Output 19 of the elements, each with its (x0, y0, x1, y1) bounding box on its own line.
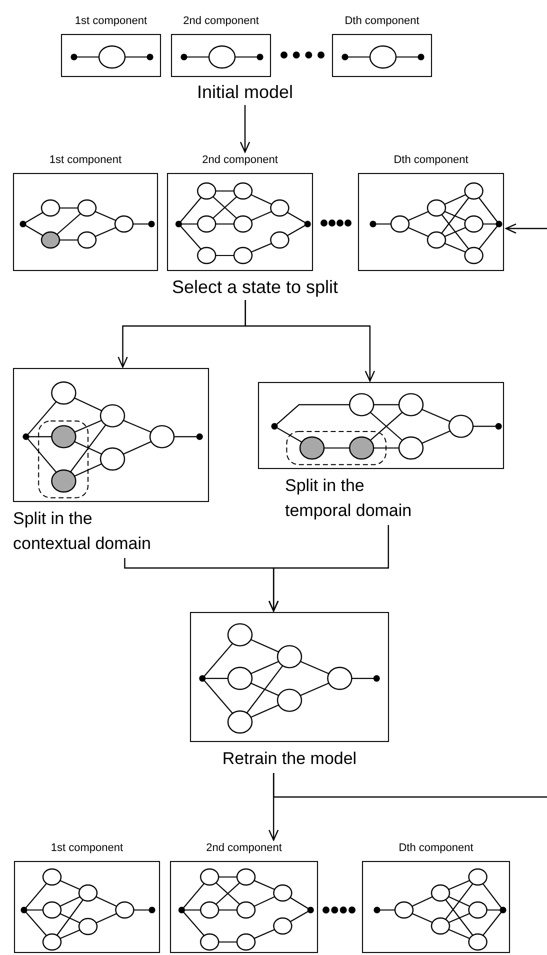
step-label: Select a state to split (172, 276, 338, 298)
component-heading: Dth component (344, 14, 420, 28)
step-caption: Split in the contextual domain (13, 508, 152, 555)
component-heading: Dth component (398, 841, 474, 855)
connector-arrow (244, 300, 376, 382)
step-caption: Split in the temporal domain (285, 475, 413, 522)
connector-line (272, 773, 547, 798)
component-heading: 1st component (49, 153, 122, 167)
component-heading: 2nd component (183, 14, 259, 28)
component-heading: 1st component (74, 14, 148, 28)
component-heading: 2nd component (206, 841, 282, 855)
component-heading: 2nd component (202, 153, 278, 167)
connector-arrow (268, 525, 389, 612)
step-label: Initial model (196, 81, 294, 103)
connector-arrow (505, 223, 547, 234)
component-heading: 1st component (50, 841, 124, 855)
connector-arrow (240, 105, 250, 153)
component-heading: Dth component (394, 153, 468, 167)
step-caption: Retrain the model (222, 748, 357, 770)
